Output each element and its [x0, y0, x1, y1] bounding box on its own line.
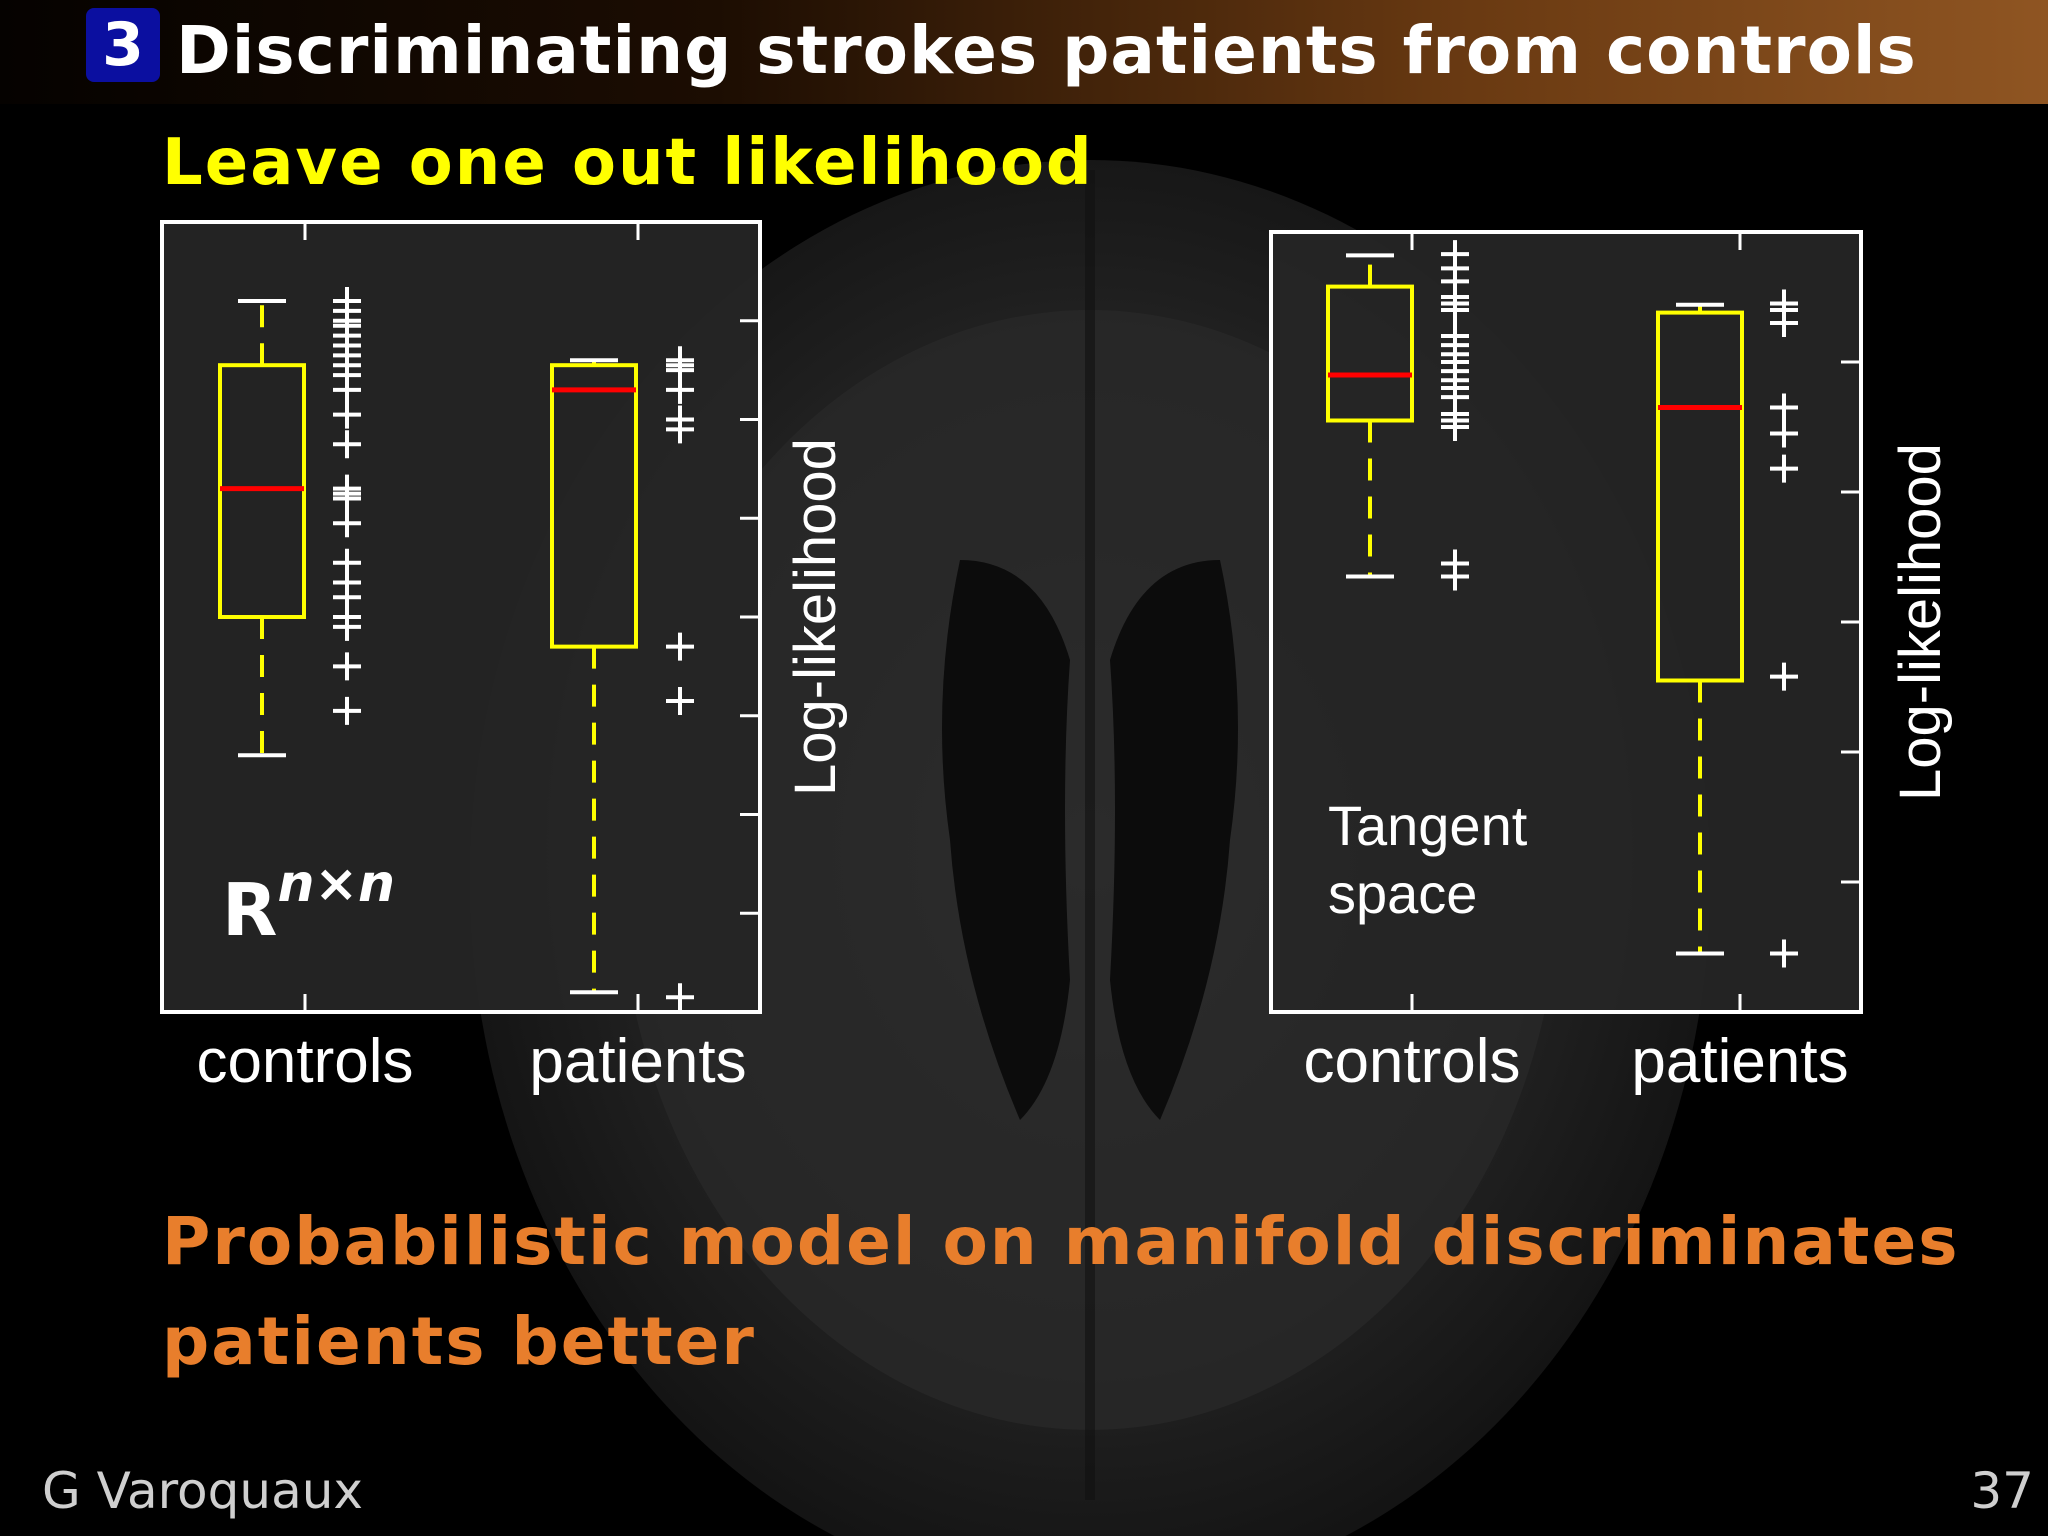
outlier-marker [666, 375, 694, 404]
outlier-marker [1770, 393, 1798, 422]
x-tick-label-patients: patients [529, 1027, 746, 1096]
outlier-marker [1770, 662, 1798, 691]
footer-author: G Varoquaux [42, 1462, 363, 1520]
outlier-marker [666, 632, 694, 661]
space-label-rnxn: Rn×n [222, 854, 395, 952]
axis-ticks [303, 222, 760, 1012]
outlier-markers [333, 287, 694, 1012]
outlier-marker [1770, 939, 1798, 968]
y-axis-label: Log-likelihood [783, 438, 848, 796]
section-number-badge: 3 [86, 8, 160, 82]
axis-ticks [1410, 232, 1861, 1012]
outlier-marker [333, 696, 361, 725]
slide-title: Discriminating strokes patients from con… [176, 12, 1917, 89]
conclusion-text: Probabilistic model on manifold discrimi… [162, 1203, 1960, 1380]
plot-background [1271, 232, 1861, 1012]
outlier-marker [333, 375, 361, 404]
outlier-marker [666, 415, 694, 444]
x-tick-label-controls: controls [196, 1027, 413, 1096]
outlier-marker [1770, 419, 1798, 448]
space-label-container: Tangent space [1328, 794, 1528, 925]
outlier-marker [333, 612, 361, 641]
outlier-markers [1441, 240, 1798, 968]
box-patients [1656, 310, 1744, 683]
outlier-marker [333, 484, 361, 513]
box-patients [550, 363, 638, 649]
boxes [1326, 253, 1744, 956]
left-ventricle [942, 560, 1070, 1120]
outlier-marker [333, 509, 361, 538]
page-number: 37 [1970, 1462, 2034, 1520]
x-tick-label-patients: patients [1631, 1027, 1848, 1096]
boxes [218, 299, 638, 995]
x-tick-label-controls: controls [1303, 1027, 1520, 1096]
y-axis-label: Log-likelihood [1888, 443, 1953, 801]
slide-header: 3 Discriminating strokes patients from c… [0, 0, 2048, 104]
outlier-marker [1441, 413, 1469, 441]
slide-subtitle: Leave one out likelihood [162, 126, 1094, 200]
outlier-marker [1441, 296, 1469, 324]
outlier-marker [1770, 309, 1798, 337]
outlier-marker [666, 686, 694, 715]
outlier-marker [1770, 454, 1798, 483]
box-controls [1326, 284, 1414, 423]
outlier-marker [1441, 562, 1469, 591]
outlier-marker [333, 400, 361, 429]
outlier-marker [666, 983, 694, 1012]
right-ventricle [1110, 560, 1238, 1120]
outlier-marker [333, 430, 361, 459]
space-label-tangent: Tangent space [1328, 794, 1528, 925]
outlier-marker [333, 652, 361, 681]
